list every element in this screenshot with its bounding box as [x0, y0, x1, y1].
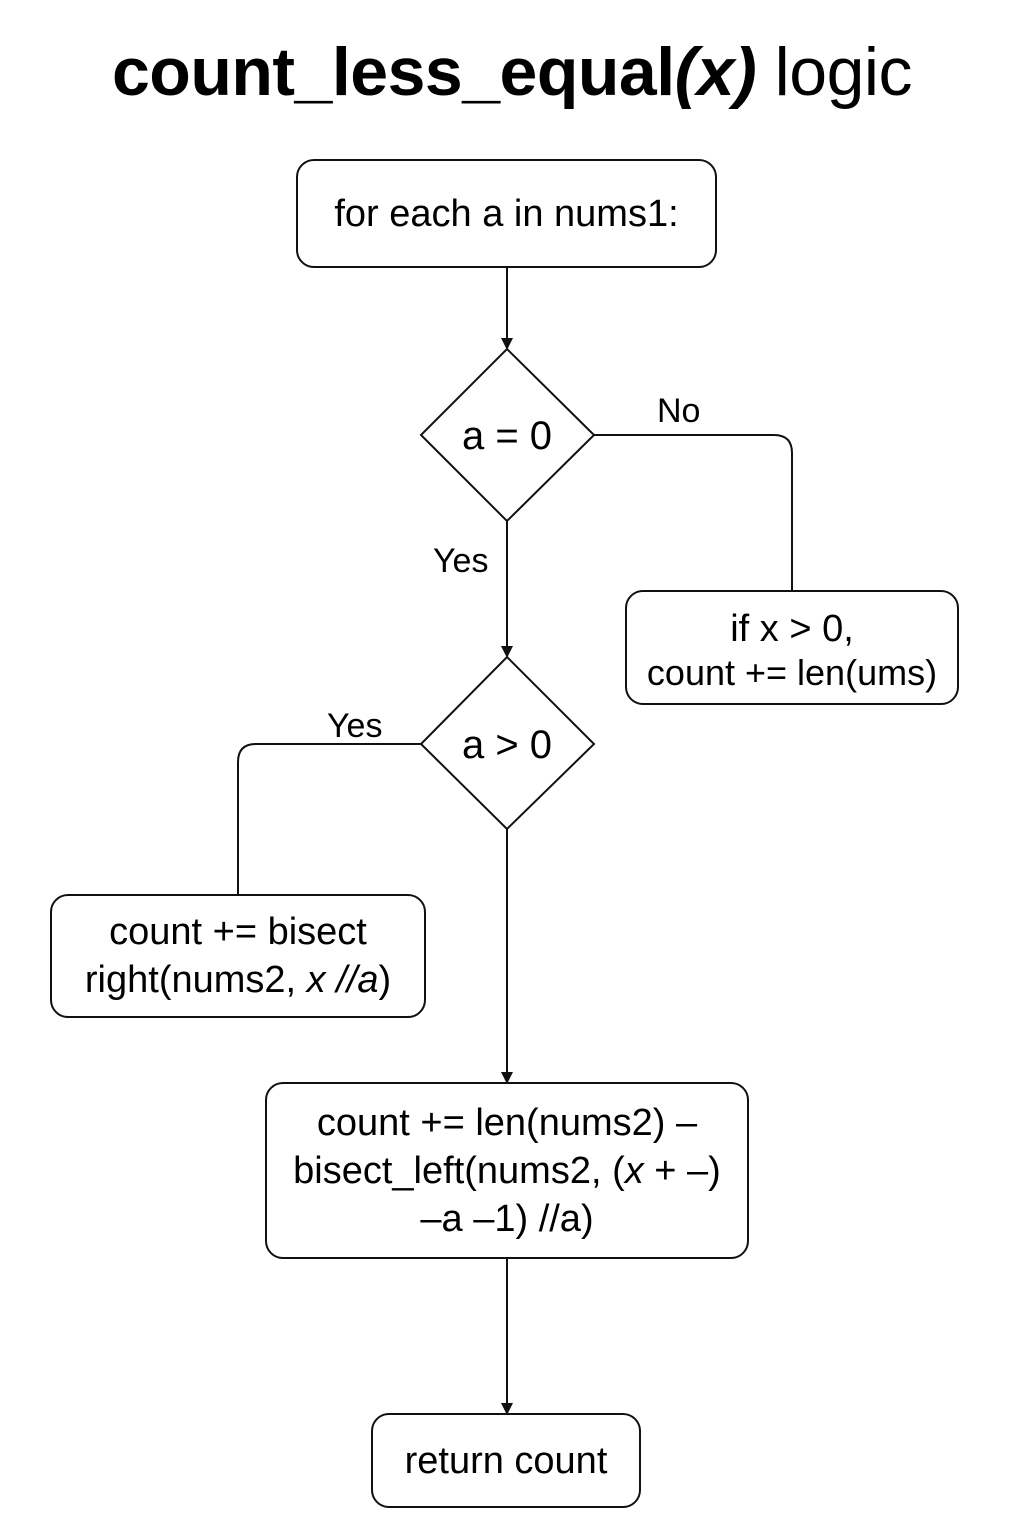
decision1-diamond	[419, 347, 596, 523]
decision2-label: a > 0	[461, 723, 553, 767]
merge-line1: count += len(nums2) –	[316, 1101, 698, 1144]
branch-yes-line2: right(nums2, x //a)	[85, 956, 391, 1004]
merge-line2-part1: bisect_left(nums2, (	[293, 1149, 625, 1192]
return-node: return count	[371, 1413, 641, 1508]
branch-yes-line2-close: )	[378, 959, 392, 1001]
edge-decision1-no	[594, 434, 793, 590]
edge-decision2-yes	[237, 743, 421, 894]
branch-no-line1: if x > 0,	[730, 607, 854, 650]
branch-yes-line1: count += bisect	[109, 911, 367, 953]
edge-label-yes-1: Yes	[433, 542, 489, 580]
title-suffix: logic	[756, 34, 913, 110]
loop-node: for each a in nums1:	[296, 159, 717, 268]
merge-line2: bisect_left(nums2, (x + –)	[293, 1147, 721, 1195]
branch-yes-line2-expr: x //a	[306, 959, 379, 1001]
diagram-title: count_less_equal(x) logic	[0, 30, 1024, 114]
title-parameter: (x)	[674, 34, 757, 110]
branch-yes-line2-part1: right(nums2,	[84, 959, 307, 1001]
branch-yes-node: count += bisect right(nums2, x //a)	[50, 894, 426, 1018]
merge-line2-part2: + –)	[643, 1149, 721, 1192]
decision2-diamond	[419, 655, 596, 831]
title-function-name: count_less_equal	[111, 34, 675, 110]
merge-node: count += len(nums2) – bisect_left(nums2,…	[265, 1082, 749, 1259]
branch-no-line2: count += len(ums)	[646, 651, 938, 693]
merge-line2-var: x	[624, 1149, 644, 1192]
merge-line3: –a –1) //a)	[420, 1197, 594, 1240]
edge-label-yes-2: Yes	[327, 707, 383, 745]
loop-node-text: for each a in nums1:	[334, 192, 679, 235]
return-node-text: return count	[404, 1439, 608, 1482]
branch-no-node: if x > 0, count += len(ums)	[625, 590, 959, 705]
decision1-label: a = 0	[461, 414, 553, 458]
edge-label-no: No	[657, 392, 701, 430]
